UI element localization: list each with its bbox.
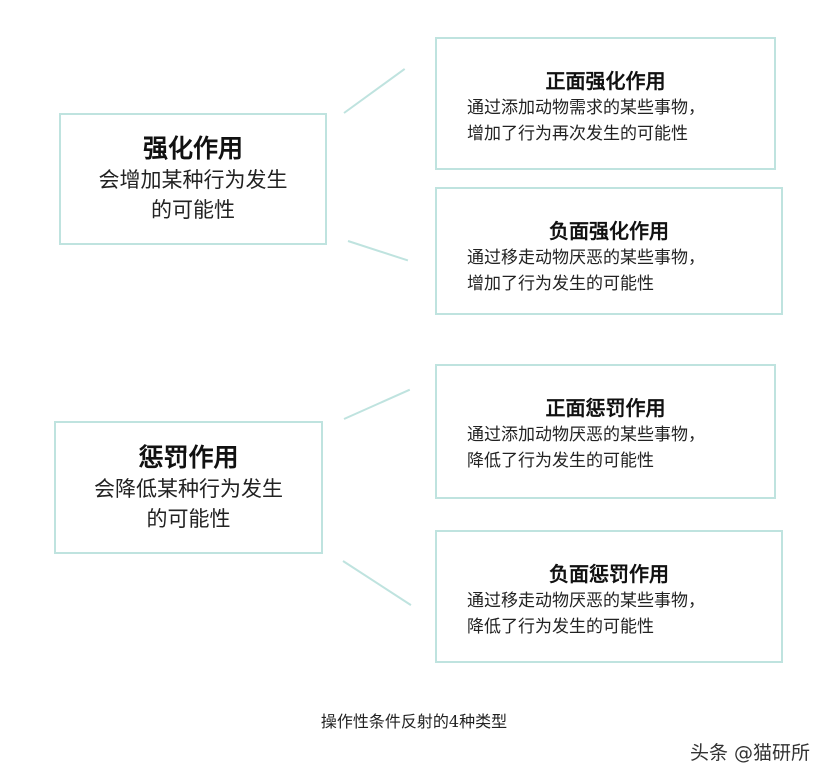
positive-punishment-title: 正面惩罚作用 [545, 396, 666, 420]
punishment-title: 惩罚作用 [138, 442, 239, 472]
negative-punishment-desc-line1: 通过移走动物厌恶的某些事物， [467, 591, 705, 611]
watermark-text: 头条 @猫研所 [689, 742, 810, 764]
positive-punishment-desc-line1: 通过添加动物厌恶的某些事物， [467, 425, 705, 445]
connector-line [343, 68, 406, 114]
negative-punishment-desc-line2: 降低了行为发生的可能性 [467, 617, 654, 637]
punishment-box: 惩罚作用 会降低某种行为发生的可能性 [54, 421, 323, 554]
positive-reinforcement-box: 正面强化作用 通过添加动物需求的某些事物， 增加了行为再次发生的可能性 [435, 37, 776, 170]
reinforcement-desc: 会增加某种行为发生的可能性 [98, 168, 288, 222]
positive-reinforcement-title: 正面强化作用 [545, 69, 666, 93]
positive-reinforcement-desc-line1: 通过添加动物需求的某些事物， [467, 98, 705, 118]
connector-line [342, 560, 412, 606]
connector-line [347, 240, 409, 262]
negative-reinforcement-desc-line2: 增加了行为发生的可能性 [467, 274, 654, 294]
positive-punishment-box: 正面惩罚作用 通过添加动物厌恶的某些事物， 降低了行为发生的可能性 [435, 364, 776, 499]
reinforcement-box: 强化作用 会增加某种行为发生的可能性 [59, 113, 327, 245]
reinforcement-title: 强化作用 [142, 134, 243, 163]
negative-reinforcement-title: 负面强化作用 [549, 219, 669, 243]
negative-punishment-title: 负面惩罚作用 [549, 562, 669, 586]
negative-reinforcement-box: 负面强化作用 通过移走动物厌恶的某些事物， 增加了行为发生的可能性 [435, 187, 783, 315]
negative-reinforcement-desc-line1: 通过移走动物厌恶的某些事物， [467, 248, 705, 268]
figure-caption: 操作性条件反射的4种类型 [320, 712, 508, 731]
positive-punishment-desc-line2: 降低了行为发生的可能性 [467, 451, 654, 471]
positive-reinforcement-desc-line2: 增加了行为再次发生的可能性 [467, 124, 688, 144]
connector-line [343, 388, 411, 420]
punishment-desc: 会降低某种行为发生的可能性 [94, 476, 283, 531]
negative-punishment-box: 负面惩罚作用 通过移走动物厌恶的某些事物， 降低了行为发生的可能性 [435, 530, 783, 663]
